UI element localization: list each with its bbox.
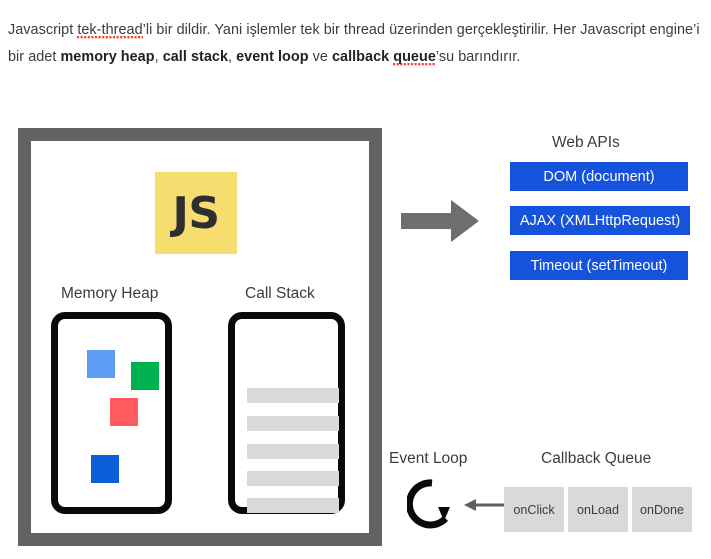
heap-object-light-blue: [87, 350, 115, 378]
paragraph-text-mid: ’li bir dildir. Yani işlemler tek bir th…: [8, 22, 700, 66]
heap-object-blue: [91, 455, 119, 483]
callback-queue-item-onclick[interactable]: onClick: [504, 487, 564, 532]
separator-1: ,: [154, 49, 163, 66]
event-loop-heading: Event Loop: [389, 450, 468, 467]
separator-2: ,: [228, 49, 237, 66]
heap-object-green: [131, 362, 159, 390]
call-stack-frame: [247, 388, 339, 403]
call-stack-container: [228, 312, 345, 514]
misspelled-word-tek-thread: tek-thread: [77, 22, 143, 40]
heap-object-red: [110, 398, 138, 426]
paragraph-text-tail: ’su barındırır.: [435, 49, 521, 66]
call-stack-label: Call Stack: [245, 285, 315, 302]
js-logo: JS: [155, 172, 237, 254]
callback-queue-to-event-loop-arrow: [464, 498, 508, 512]
call-stack-frame: [247, 444, 339, 459]
term-callback: callback: [331, 49, 394, 66]
js-logo-text: JS: [172, 187, 220, 239]
circular-arrow-icon: [405, 477, 457, 531]
term-call-stack: call stack: [162, 49, 228, 66]
callback-queue-item-ondone[interactable]: onDone: [632, 487, 692, 532]
web-api-item-dom[interactable]: DOM (document): [510, 162, 688, 191]
call-stack-frame: [247, 416, 339, 431]
web-api-item-ajax[interactable]: AJAX (XMLHttpRequest): [510, 206, 690, 235]
web-apis-heading: Web APIs: [552, 134, 620, 151]
memory-heap-container: [51, 312, 172, 514]
memory-heap-label: Memory Heap: [61, 285, 159, 302]
callback-queue-item-onload[interactable]: onLoad: [568, 487, 628, 532]
call-stack-frame: [247, 471, 339, 486]
web-api-item-timeout[interactable]: Timeout (setTimeout): [510, 251, 688, 280]
engine-to-webapis-arrow: [401, 200, 479, 242]
term-event-loop: event loop: [236, 49, 309, 66]
intro-paragraph: Javascript tek-thread’li bir dildir. Yan…: [8, 17, 708, 71]
paragraph-text-lead: Javascript: [8, 22, 78, 39]
separator-3: ve: [308, 49, 332, 66]
term-memory-heap: memory heap: [60, 49, 155, 66]
call-stack-frame: [247, 498, 339, 513]
callback-queue-heading: Callback Queue: [541, 450, 652, 467]
misspelled-word-queue: queue: [393, 49, 436, 67]
